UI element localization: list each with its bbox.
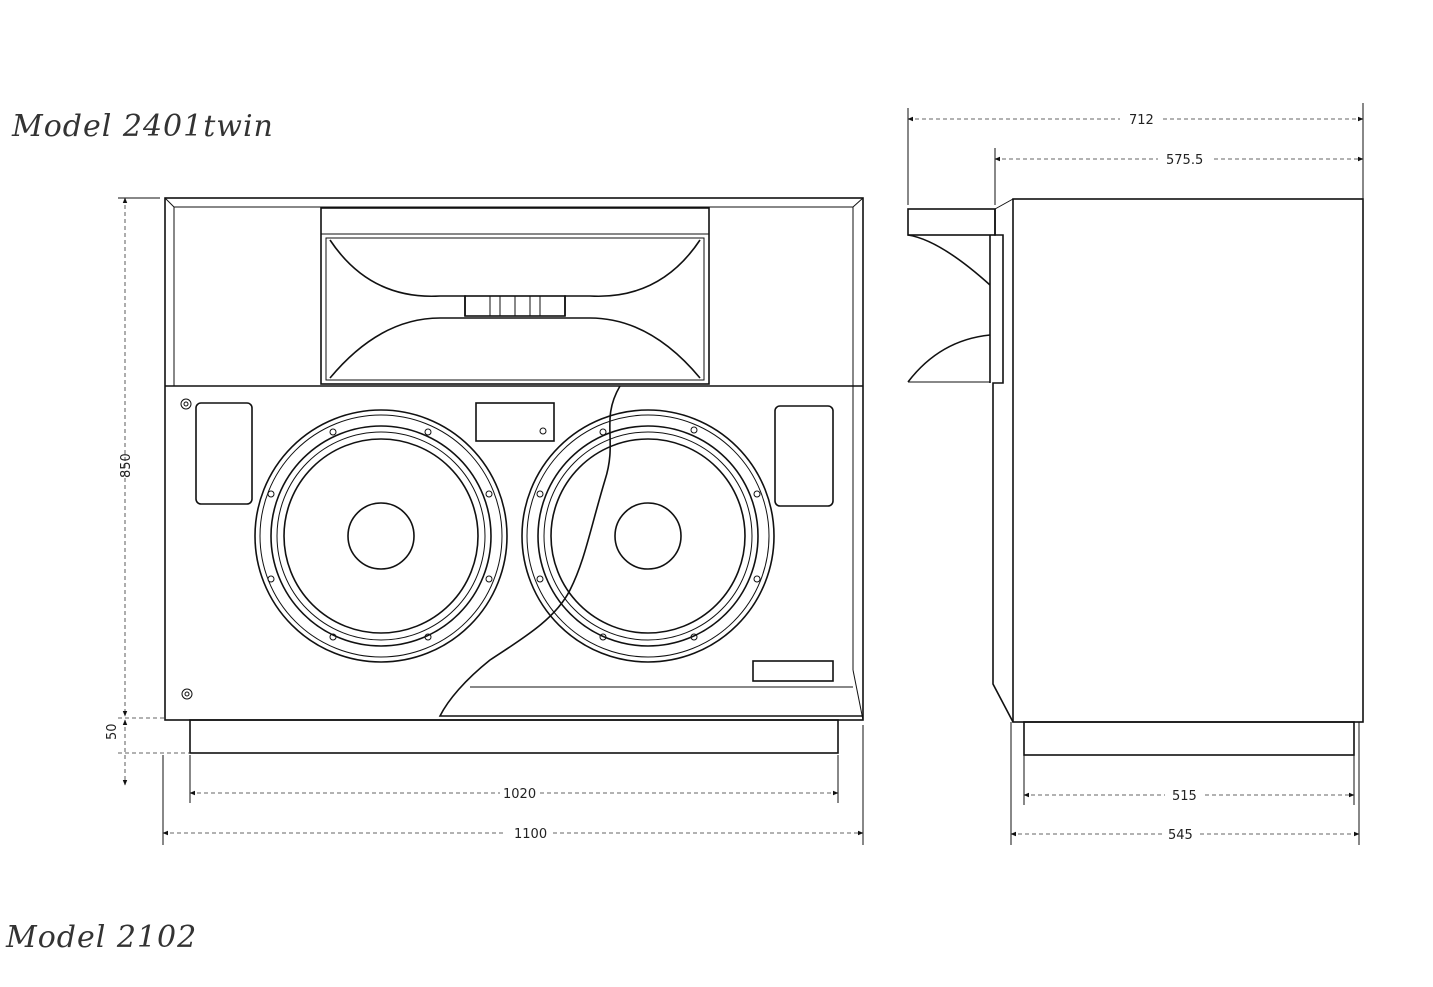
side-cabinet: [1012, 198, 1364, 723]
front-view: [164, 197, 864, 754]
side-base-depth-dimension: 515: [1023, 755, 1355, 805]
model-title-bottom: Model 2102: [5, 920, 197, 955]
side-overall-depth-dimension: 712: [907, 103, 1364, 205]
outer-width-label: 1100: [514, 827, 547, 842]
front-inner-width-dimension: 1020: [189, 755, 839, 803]
base-depth-label: 515: [1172, 789, 1197, 804]
badge: [752, 660, 834, 682]
height-label: 850: [119, 453, 134, 478]
name-plate: [475, 402, 555, 442]
horn-flare-upper: [329, 239, 701, 316]
outer-depth-label: 545: [1168, 828, 1193, 843]
side-outer-depth-dimension: 545: [1010, 722, 1360, 845]
woofer-left: [254, 409, 508, 663]
front-height-dimension: 850: [118, 197, 165, 719]
side-view: [907, 198, 1364, 756]
overall-depth-label: 712: [1129, 113, 1154, 128]
woofer-right: [521, 409, 775, 663]
bass-port-left: [195, 402, 253, 505]
screw-icon: [180, 398, 192, 410]
front-outer-width-dimension: 1100: [162, 725, 864, 845]
side-base: [1023, 721, 1355, 756]
cabinet-depth-label: 575.5: [1166, 153, 1203, 168]
horn-flare-lower: [329, 317, 701, 379]
base-label: 50: [105, 723, 120, 740]
model-title-top: Model 2401twin: [11, 109, 274, 144]
cutaway-line: [438, 385, 863, 717]
cabinet-base: [189, 719, 839, 754]
front-base-dimension: 50: [105, 719, 190, 786]
inner-width-label: 1020: [503, 787, 536, 802]
bass-port-right: [774, 405, 834, 507]
side-cabinet-depth-dimension: 575.5: [994, 148, 1364, 205]
screw-icon: [181, 688, 193, 700]
horn-housing: [320, 207, 710, 385]
